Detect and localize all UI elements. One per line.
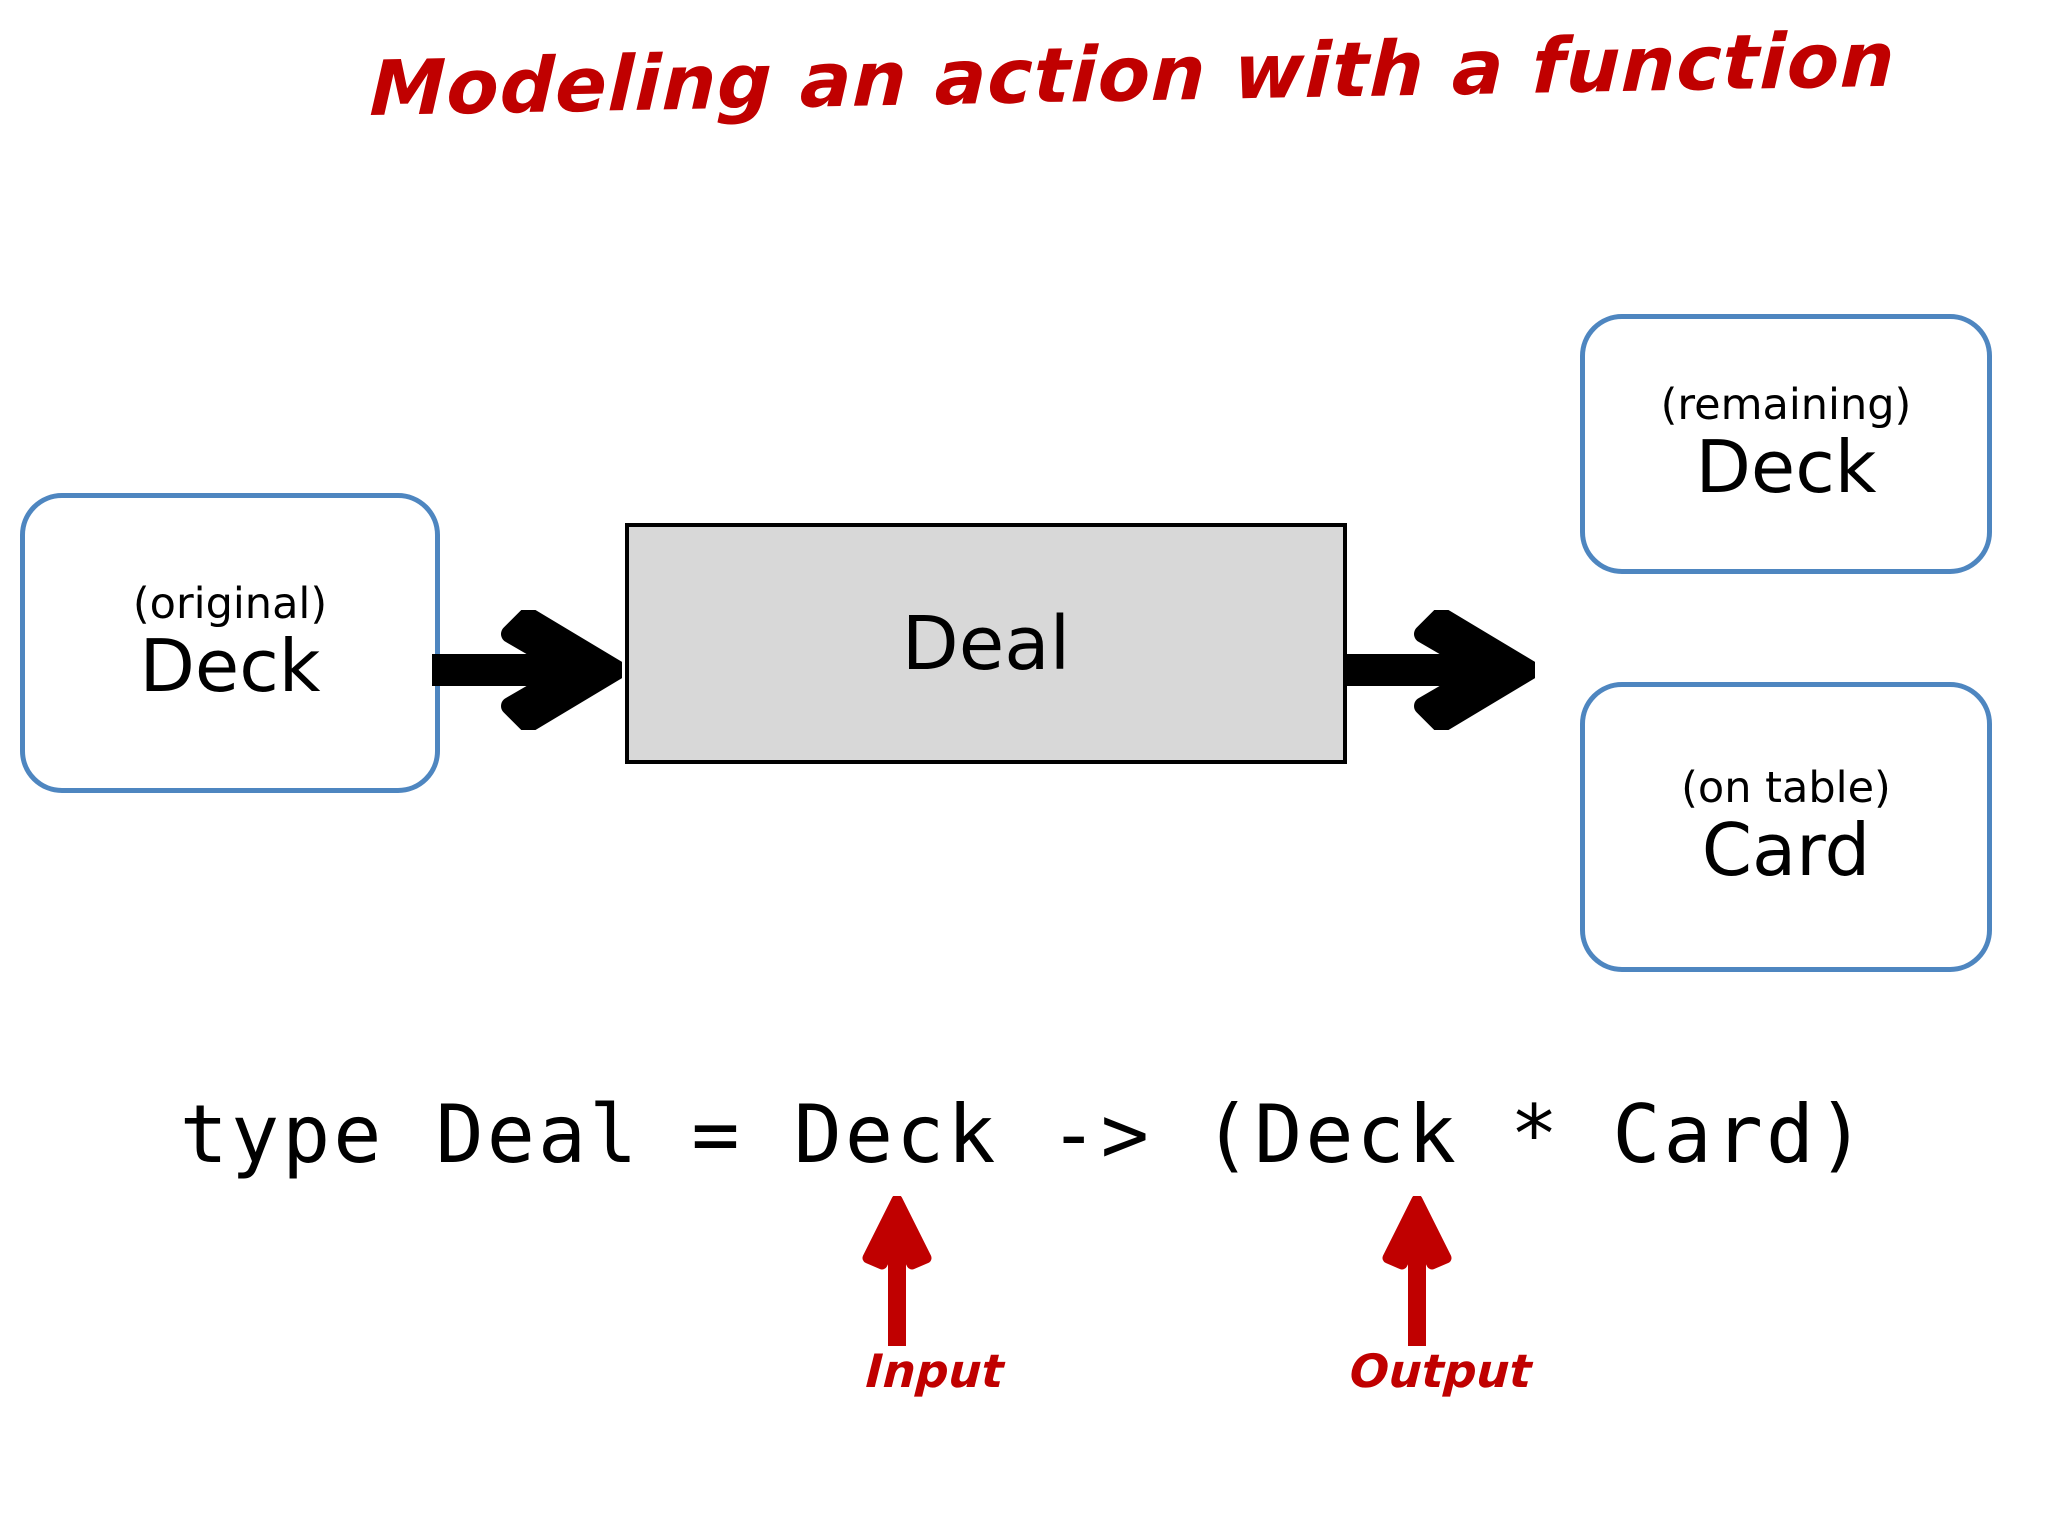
output-box-remaining-qualifier: (remaining) [1660,379,1912,430]
annotation-label-output: Output [1348,1344,1533,1398]
input-box-label: Deck [139,623,321,708]
arrow-up-icon-output [1382,1194,1452,1351]
arrow-right-icon-process-to-output [1345,607,1540,735]
output-box-on-table-label: Card [1701,807,1871,892]
output-box-on-table-qualifier: (on table) [1681,762,1891,813]
type-signature-code: type Deal = Deck -> (Deck * Card) [179,1088,1869,1181]
output-box-on-table-card: (on table) Card [1580,682,1992,972]
process-box-label: Deal [901,600,1071,687]
input-box-qualifier: (original) [132,578,328,629]
page-title: Modeling an action with a function [368,14,1897,133]
output-box-remaining-label: Deck [1695,424,1877,509]
output-box-remaining-deck: (remaining) Deck [1580,314,1992,574]
arrow-right-icon-input-to-process [432,607,627,735]
process-box-deal: Deal [625,523,1347,764]
annotation-label-input: Input [864,1344,1005,1398]
input-box-deck: (original) Deck [20,493,440,793]
arrow-up-icon-input [862,1194,932,1351]
